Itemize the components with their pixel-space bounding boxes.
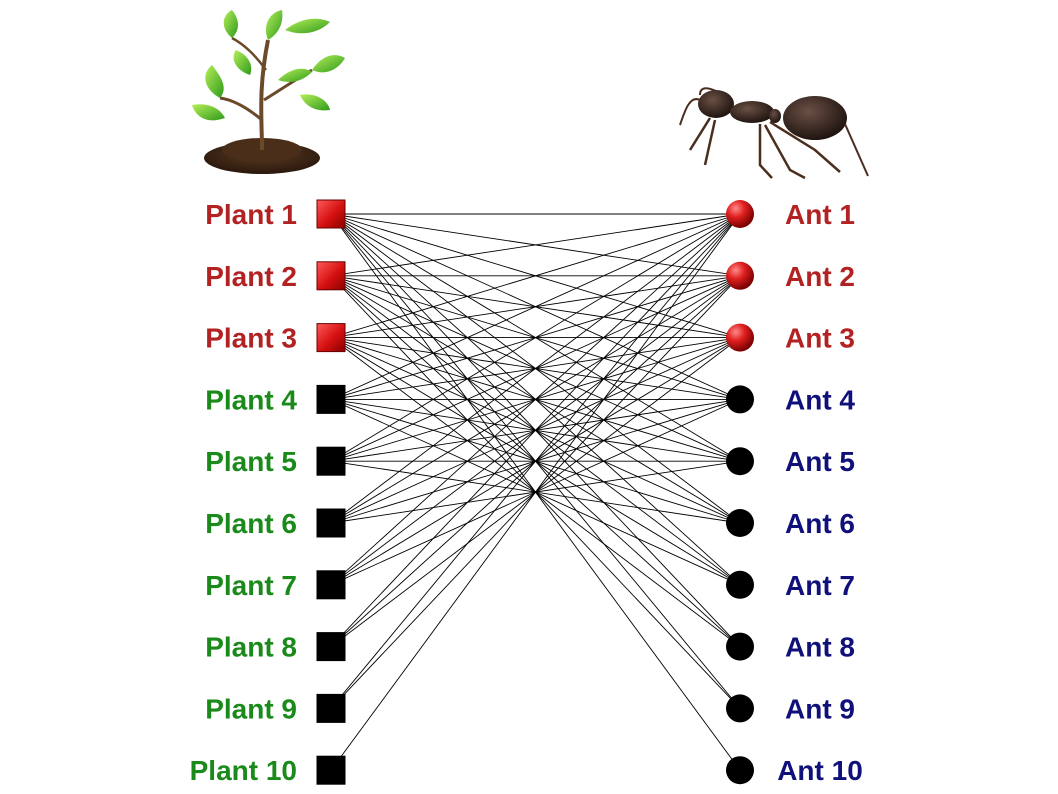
plant-label-9: Plant 9 — [205, 693, 297, 724]
plant-node-8 — [316, 632, 346, 662]
plant-label-7: Plant 7 — [205, 570, 297, 601]
plant-label-6: Plant 6 — [205, 508, 297, 539]
plant-label-1: Plant 1 — [205, 199, 297, 230]
plant-node-10 — [316, 755, 346, 785]
ant-node-1 — [726, 200, 754, 228]
edge-plant-10-ant-1 — [330, 213, 741, 771]
ant-label-4: Ant 4 — [785, 384, 855, 415]
plant-node-6 — [316, 508, 346, 538]
seedling-icon — [192, 10, 345, 174]
plant-label-4: Plant 4 — [205, 384, 297, 415]
plant-node-4 — [316, 384, 346, 414]
ant-label-9: Ant 9 — [785, 693, 855, 724]
ant-label-1: Ant 1 — [785, 199, 855, 230]
ant-node-9 — [726, 694, 754, 723]
edge-plant-4-ant-1 — [330, 213, 741, 400]
plant-label-2: Plant 2 — [205, 261, 297, 292]
plant-label-3: Plant 3 — [205, 323, 297, 354]
edge-plant-3-ant-1 — [330, 213, 741, 339]
ant-node-6 — [726, 509, 754, 537]
ant-nodes — [726, 200, 754, 785]
ant-node-7 — [726, 570, 754, 599]
edge-plant-2-ant-1 — [330, 213, 741, 277]
ant-node-10 — [726, 756, 754, 785]
interaction-edges — [330, 213, 741, 771]
plant-node-2 — [316, 261, 346, 291]
ant-label-7: Ant 7 — [785, 570, 855, 601]
plant-node-7 — [316, 570, 346, 600]
ant-label-10: Ant 10 — [777, 755, 863, 786]
plant-labels: Plant 1 Plant 2 Plant 3 Plant 4 Plant 5 Plant… — [190, 199, 298, 786]
plant-label-5: Plant 5 — [205, 446, 297, 477]
plant-label-10: Plant 10 — [190, 755, 297, 786]
plant-nodes — [316, 199, 346, 785]
ant-node-2 — [726, 261, 754, 290]
edge-plant-9-ant-1 — [330, 213, 741, 709]
ant-label-8: Ant 8 — [785, 632, 855, 663]
ant-icon — [679, 87, 869, 180]
edge-plant-6-ant-1 — [330, 213, 741, 524]
ant-label-5: Ant 5 — [785, 446, 855, 477]
edge-plant-5-ant-1 — [330, 213, 741, 462]
plant-label-8: Plant 8 — [205, 632, 297, 663]
ant-node-3 — [726, 323, 754, 352]
plant-node-3 — [316, 323, 346, 353]
edge-plant-7-ant-1 — [330, 213, 741, 586]
ant-node-8 — [726, 632, 754, 661]
ant-node-5 — [726, 447, 754, 476]
ant-label-6: Ant 6 — [785, 508, 855, 539]
ant-labels: Ant 1 Ant 2 Ant 3 Ant 4 Ant 5 Ant 6 Ant 7 Ant 8… — [777, 199, 863, 786]
plant-node-5 — [316, 446, 346, 476]
ant-node-4 — [726, 385, 754, 414]
ant-label-3: Ant 3 — [785, 323, 855, 354]
ant-label-2: Ant 2 — [785, 261, 855, 292]
plant-node-9 — [316, 693, 346, 723]
plant-node-1 — [316, 199, 346, 229]
edge-plant-8-ant-1 — [330, 213, 741, 647]
